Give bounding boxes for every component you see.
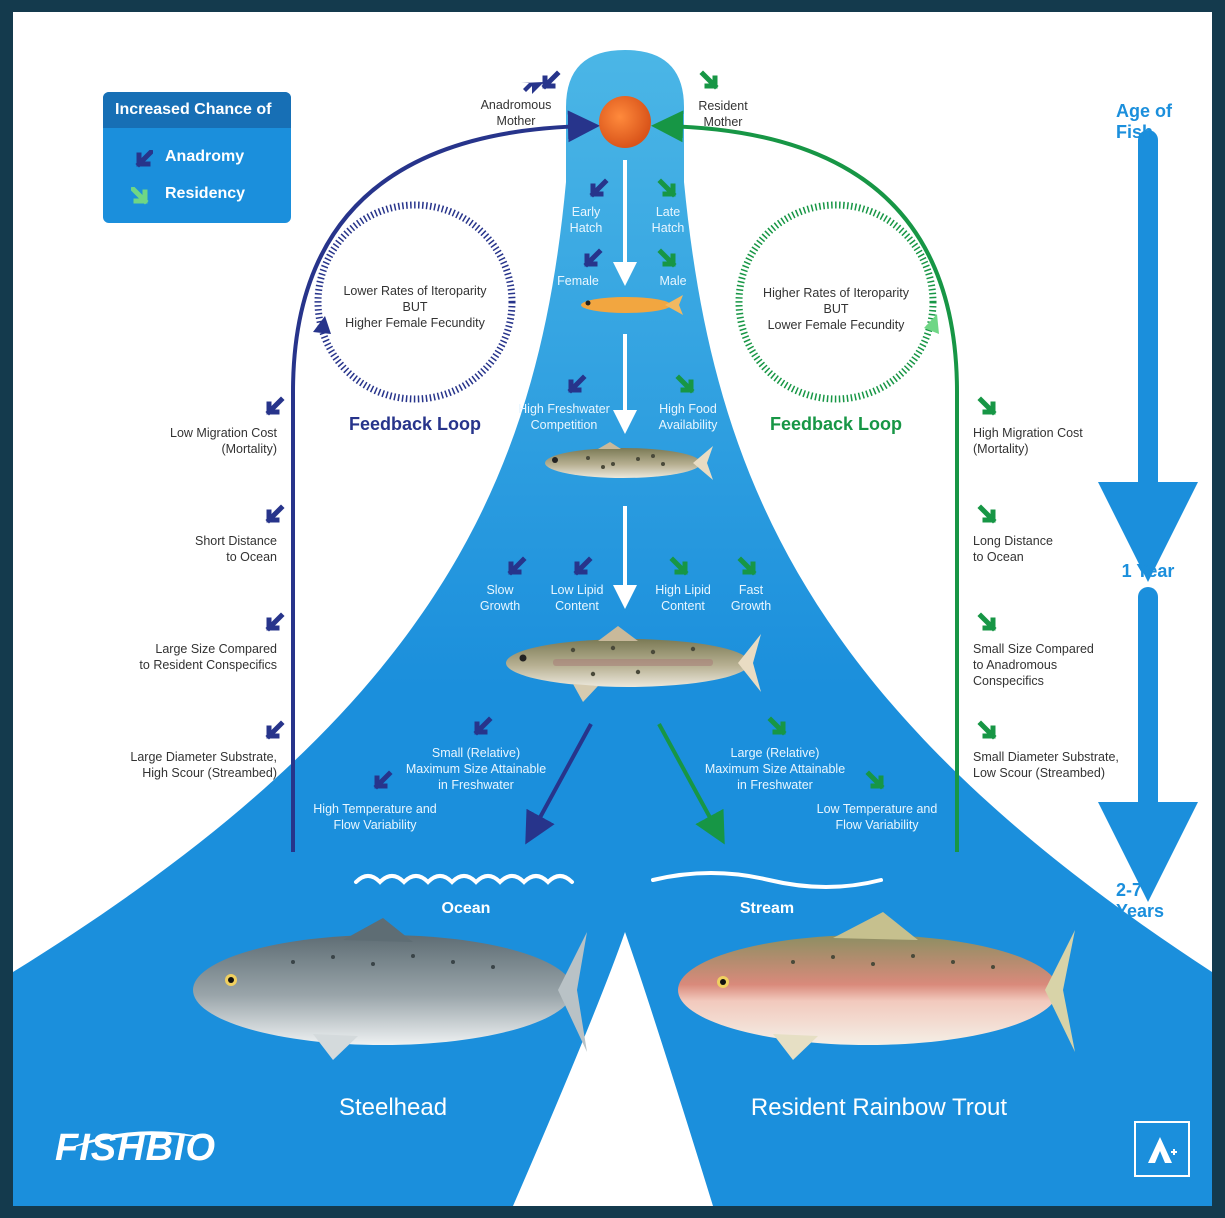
- feedback-circle-right: [735, 201, 937, 403]
- left-factor-1: Low Migration Cost (Mortality): [170, 426, 277, 456]
- anadromy-arrow-icon: [573, 556, 593, 576]
- feedback-left-arrowhead: [313, 316, 331, 334]
- feedback-left-text: Lower Rates of Iteroparity BUT Higher Fe…: [343, 284, 487, 330]
- anadromous-mother-label: Anadromous Mother: [480, 98, 552, 128]
- anadromy-arrow-icon: [589, 178, 609, 198]
- right-factor-2: Long Distance to Ocean: [973, 534, 1053, 564]
- high-temp-label: High Temperature and Flow Variability: [313, 802, 437, 832]
- female-label: Female: [557, 274, 599, 288]
- stream-waves-icon: [651, 871, 883, 889]
- age-later: 2-7 Years: [1116, 880, 1165, 921]
- anadromy-arrow-icon: [373, 770, 393, 790]
- left-factor-3: Large Size Compared to Resident Conspeci…: [139, 642, 277, 672]
- anadromy-arrow-icon: [473, 716, 493, 736]
- anadromy-arrow-icon: [507, 556, 527, 576]
- anadromy-arrow-icon: [265, 720, 285, 740]
- residency-arrow-icon: [977, 612, 997, 632]
- ocean-waves-icon: [354, 874, 574, 885]
- fry-fish: [581, 295, 683, 315]
- residency-arrow-icon: [865, 770, 885, 790]
- low-temp-label: Low Temperature and Flow Variability: [816, 802, 938, 832]
- anadromy-arrow-icon: [583, 248, 603, 268]
- rainbow-trout-label: Resident Rainbow Trout: [750, 1094, 1008, 1121]
- anadromy-arrow-icon: [265, 396, 285, 416]
- residency-loop-arrow: [651, 110, 959, 852]
- fishbio-logo: FISHBIO: [55, 1127, 217, 1169]
- high-lipid-label: High Lipid Content: [655, 583, 711, 613]
- right-factor-4: Small Diameter Substrate, Low Scour (Str…: [973, 750, 1119, 780]
- infographic: Increased Chance of Anadromy Residency A…: [13, 12, 1212, 1206]
- legend: Increased Chance of Anadromy Residency: [103, 92, 291, 223]
- rainbow-trout-fish: [678, 912, 1075, 1060]
- indicator-arrows: [521, 82, 544, 94]
- feedback-loop-right-title: Feedback Loop: [769, 414, 903, 434]
- residency-arrow-icon: [977, 504, 997, 524]
- age-one-year: 1 Year: [1121, 561, 1175, 581]
- juvenile-fish: [506, 626, 761, 702]
- residency-arrow-icon: [675, 374, 695, 394]
- steelhead-label: Steelhead: [338, 1094, 448, 1121]
- right-factor-1: High Migration Cost (Mortality): [973, 426, 1083, 456]
- residency-arrow-icon: [669, 556, 689, 576]
- stream-label: Stream: [739, 900, 795, 917]
- residency-arrow-icon: [657, 248, 677, 268]
- residency-arrow-icon: [657, 178, 677, 198]
- right-factor-3: Small Size Compared to Anadromous Conspe…: [973, 642, 1094, 688]
- residency-arrow-icon: [977, 396, 997, 416]
- fishbio-swoosh-icon: [65, 1131, 207, 1150]
- male-label: Male: [659, 274, 687, 288]
- low-lipid-label: Low Lipid Content: [550, 583, 604, 613]
- water-funnel: [13, 50, 1212, 1206]
- anadromy-loop-arrow: [291, 110, 600, 852]
- anadromy-arrow-icon: [265, 504, 285, 524]
- left-factor-4: Large Diameter Substrate, High Scour (St…: [130, 750, 277, 780]
- diagram-artwork: [13, 50, 1212, 1206]
- anadromy-arrow-icon: [567, 374, 587, 394]
- anadromy-arrow-icon: [135, 150, 153, 168]
- anadromy-arrow-icon: [541, 70, 561, 90]
- feedback-right-arrowhead: [924, 314, 939, 334]
- large-relative-label: Large (Relative) Maximum Size Attainable…: [704, 746, 846, 792]
- steelhead-fish: [193, 918, 587, 1060]
- residency-arrow-icon: [977, 720, 997, 740]
- left-factor-2: Short Distance to Ocean: [195, 534, 277, 564]
- ocean-label: Ocean: [441, 900, 491, 917]
- slow-growth-label: Slow Growth: [479, 583, 521, 613]
- residency-arrow-icon: [737, 556, 757, 576]
- arrow-to-stream: [657, 723, 725, 845]
- legend-title: Increased Chance of: [103, 92, 291, 128]
- small-relative-label: Small (Relative) Maximum Size Attainable…: [405, 746, 547, 792]
- feedback-right-text: Higher Rates of Iteroparity BUT Lower Fe…: [763, 286, 909, 332]
- parr-fish: [545, 442, 713, 480]
- anadromy-arrow-icon: [265, 612, 285, 632]
- residency-arrow-icon: [767, 716, 787, 736]
- fast-growth-label: Fast Growth: [730, 583, 772, 613]
- feedback-circle-left: [314, 201, 516, 403]
- late-hatch-label: Late Hatch: [651, 205, 685, 235]
- high-freshwater-competition-label: High Freshwater Competition: [518, 402, 610, 432]
- egg: [599, 96, 651, 148]
- feedback-loop-left-title: Feedback Loop: [348, 414, 482, 434]
- residency-arrow-icon: [131, 187, 149, 205]
- high-food-availability-label: High Food Availability: [658, 402, 718, 432]
- early-hatch-label: Early Hatch: [569, 205, 603, 235]
- residency-arrow-icon: [699, 70, 719, 90]
- corner-badge-icon: [1134, 1121, 1190, 1177]
- resident-mother-label: Resident Mother: [698, 99, 748, 129]
- arrow-to-ocean: [525, 723, 593, 845]
- age-title: Age of Fish: [1116, 101, 1172, 142]
